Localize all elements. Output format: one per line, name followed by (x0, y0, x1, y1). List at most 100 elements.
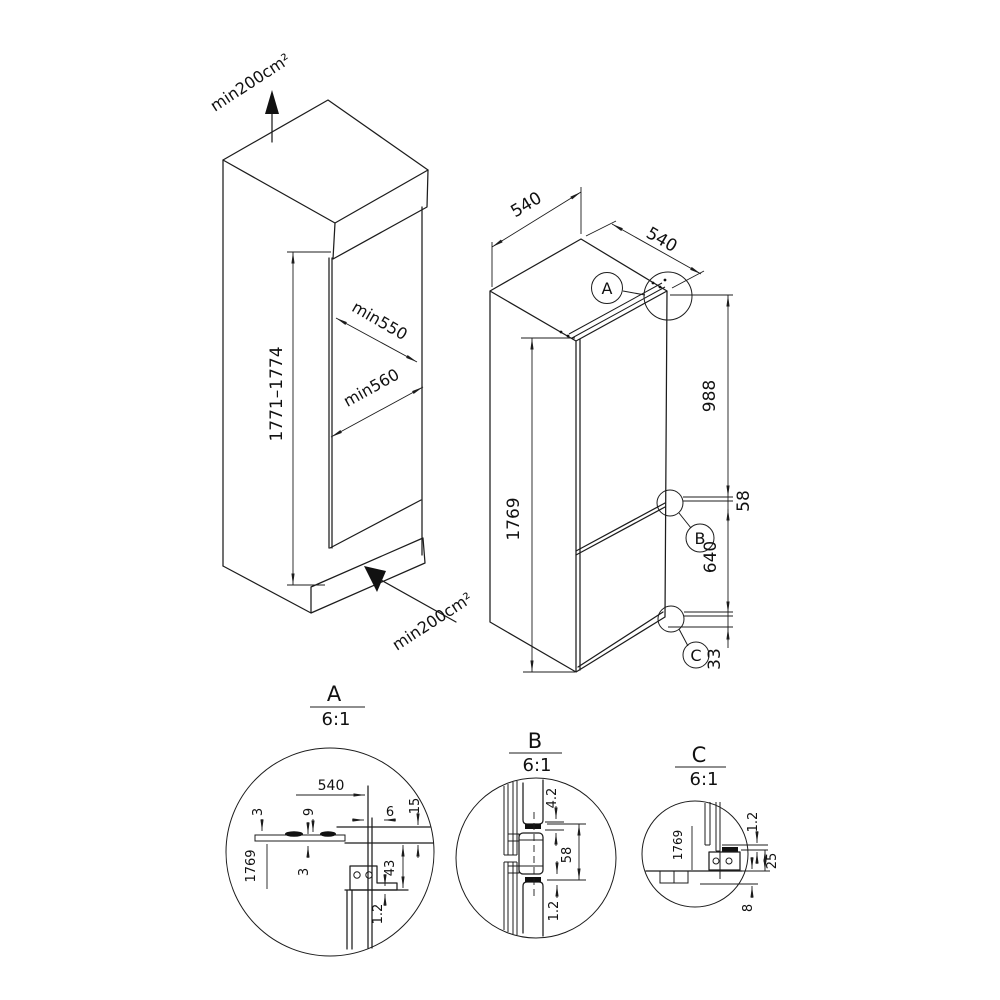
rail-dot (566, 334, 570, 338)
dim-33-label: 33 (705, 648, 725, 670)
detail-c-door-lines (704, 802, 721, 879)
detail-b-lower-door (522, 881, 544, 937)
seal-blob (525, 877, 541, 882)
niche-width-dim-line (330, 386, 424, 438)
niche-figure: min200cm² 1771–1774 min550 min560 min200… (207, 50, 476, 655)
appliance-outline (489, 238, 668, 673)
detail-c: C 6:1 1769 1.2 25 8 (641, 743, 780, 912)
hinge-screw-hole (712, 857, 720, 865)
seal-blob (722, 847, 738, 852)
niche-floor (329, 499, 422, 549)
detail-b-marker-circle (656, 489, 684, 517)
detail-a-3-mid-label: 3 (297, 868, 312, 876)
seal-blob (320, 831, 336, 837)
callout-a-leader (622, 290, 646, 296)
detail-b-42-label: 4.2 (545, 788, 560, 809)
detail-b-58-ext (547, 823, 586, 881)
right-dim-ext-lines (668, 294, 733, 628)
niche-width-label: min560 (340, 365, 402, 411)
hinge-screw-hole (365, 871, 373, 879)
detail-a-12-label: 1.2 (371, 904, 386, 925)
hinge-screw-hole (353, 871, 361, 879)
hinge-screw-hole (725, 857, 733, 865)
seal-blob (285, 831, 303, 837)
dim-depth-ext (491, 187, 582, 287)
detail-b-title: B (528, 729, 542, 753)
seal-blob (525, 824, 541, 829)
detail-b-furniture-panels (503, 781, 518, 935)
niche-depth-label: min550 (349, 297, 411, 344)
appliance-top-rail (568, 282, 666, 339)
detail-b-58-label: 58 (560, 847, 575, 864)
vent-top-label: min200cm² (207, 50, 294, 116)
detail-a-6-label: 6 (386, 805, 394, 820)
detail-c-scale: 6:1 (690, 769, 719, 790)
dim-1769-label: 1769 (504, 497, 524, 540)
detail-a-43-label: 43 (383, 860, 398, 877)
detail-c-1769-label: 1769 (671, 830, 685, 861)
detail-c-title: C (692, 743, 707, 767)
detail-b-hinge-block (518, 832, 544, 875)
detail-c-8-label: 8 (741, 904, 756, 912)
dim-58-label: 58 (734, 490, 754, 512)
vent-top-arrow-icon (265, 90, 279, 114)
dim-1769-ext (521, 337, 575, 673)
detail-a-540-label: 540 (318, 778, 345, 794)
detail-c-marker-circle (657, 605, 685, 633)
rail-dot (663, 278, 667, 282)
detail-a-marker-circle (643, 271, 693, 321)
detail-b: B 6:1 4.2 58 1.2 (455, 729, 617, 939)
detail-c-25-label: 25 (765, 853, 780, 870)
detail-c-12-label: 1.2 (746, 812, 761, 833)
callout-c-leader (678, 628, 689, 647)
detail-a-15-label: 15 (408, 798, 423, 815)
detail-b-12-label: 1.2 (547, 901, 562, 922)
detail-b-circle (455, 777, 617, 939)
detail-c-circle (641, 800, 749, 908)
niche-cornice (332, 169, 429, 260)
detail-b-hinge-lines (519, 839, 543, 867)
detail-a-scale: 6:1 (322, 709, 351, 730)
callout-b-leader (678, 512, 692, 529)
callout-b-label: B (695, 529, 706, 548)
appliance-figure: A B C 988 58 640 33 1769 540 540 (489, 187, 754, 673)
appliance-door-split (575, 502, 666, 556)
detail-a-9-label: 9 (302, 808, 317, 816)
detail-a-1769-label: 1769 (244, 849, 259, 882)
niche-depth-dim-line (335, 317, 418, 363)
detail-a-3-left-label: 3 (251, 808, 266, 816)
vent-bottom-label: min200cm² (389, 589, 476, 655)
detail-a: A 6:1 540 9 3 1769 3 6 15 43 (225, 682, 435, 957)
detail-b-upper-door (522, 779, 544, 825)
callout-a-label: A (602, 279, 613, 298)
niche-plinth (222, 537, 426, 614)
niche-height-label: 1771–1774 (267, 346, 287, 441)
dim-depth-line (491, 191, 582, 248)
detail-a-hinge-bracket (349, 865, 398, 891)
detail-b-hinge-knuckle (507, 865, 520, 874)
dim-640-label: 640 (701, 541, 721, 573)
detail-a-circle (225, 747, 435, 957)
rail-dot (658, 285, 662, 289)
dim-width-line (611, 223, 702, 275)
callout-b-circle (685, 523, 715, 553)
callout-a-circle (591, 272, 623, 304)
dim-width-ext (585, 220, 705, 289)
detail-b-scale: 6:1 (523, 755, 552, 776)
niche-height-dim-ext (287, 251, 331, 586)
niche-inner-edge (328, 257, 333, 549)
callout-c-label: C (690, 646, 701, 665)
detail-c-12-ext (722, 844, 768, 851)
detail-b-42-ext (545, 821, 564, 831)
rail-dot (559, 330, 563, 334)
niche-top-face (222, 99, 429, 224)
vent-bottom-arrow-shaft (380, 579, 457, 623)
callout-c-circle (682, 641, 710, 669)
dim-988-label: 988 (700, 380, 720, 412)
rail-dot (651, 281, 655, 285)
vent-bottom-arrow-icon (364, 566, 386, 592)
detail-a-title: A (327, 682, 342, 706)
detail-c-hinge-bracket (708, 851, 741, 871)
